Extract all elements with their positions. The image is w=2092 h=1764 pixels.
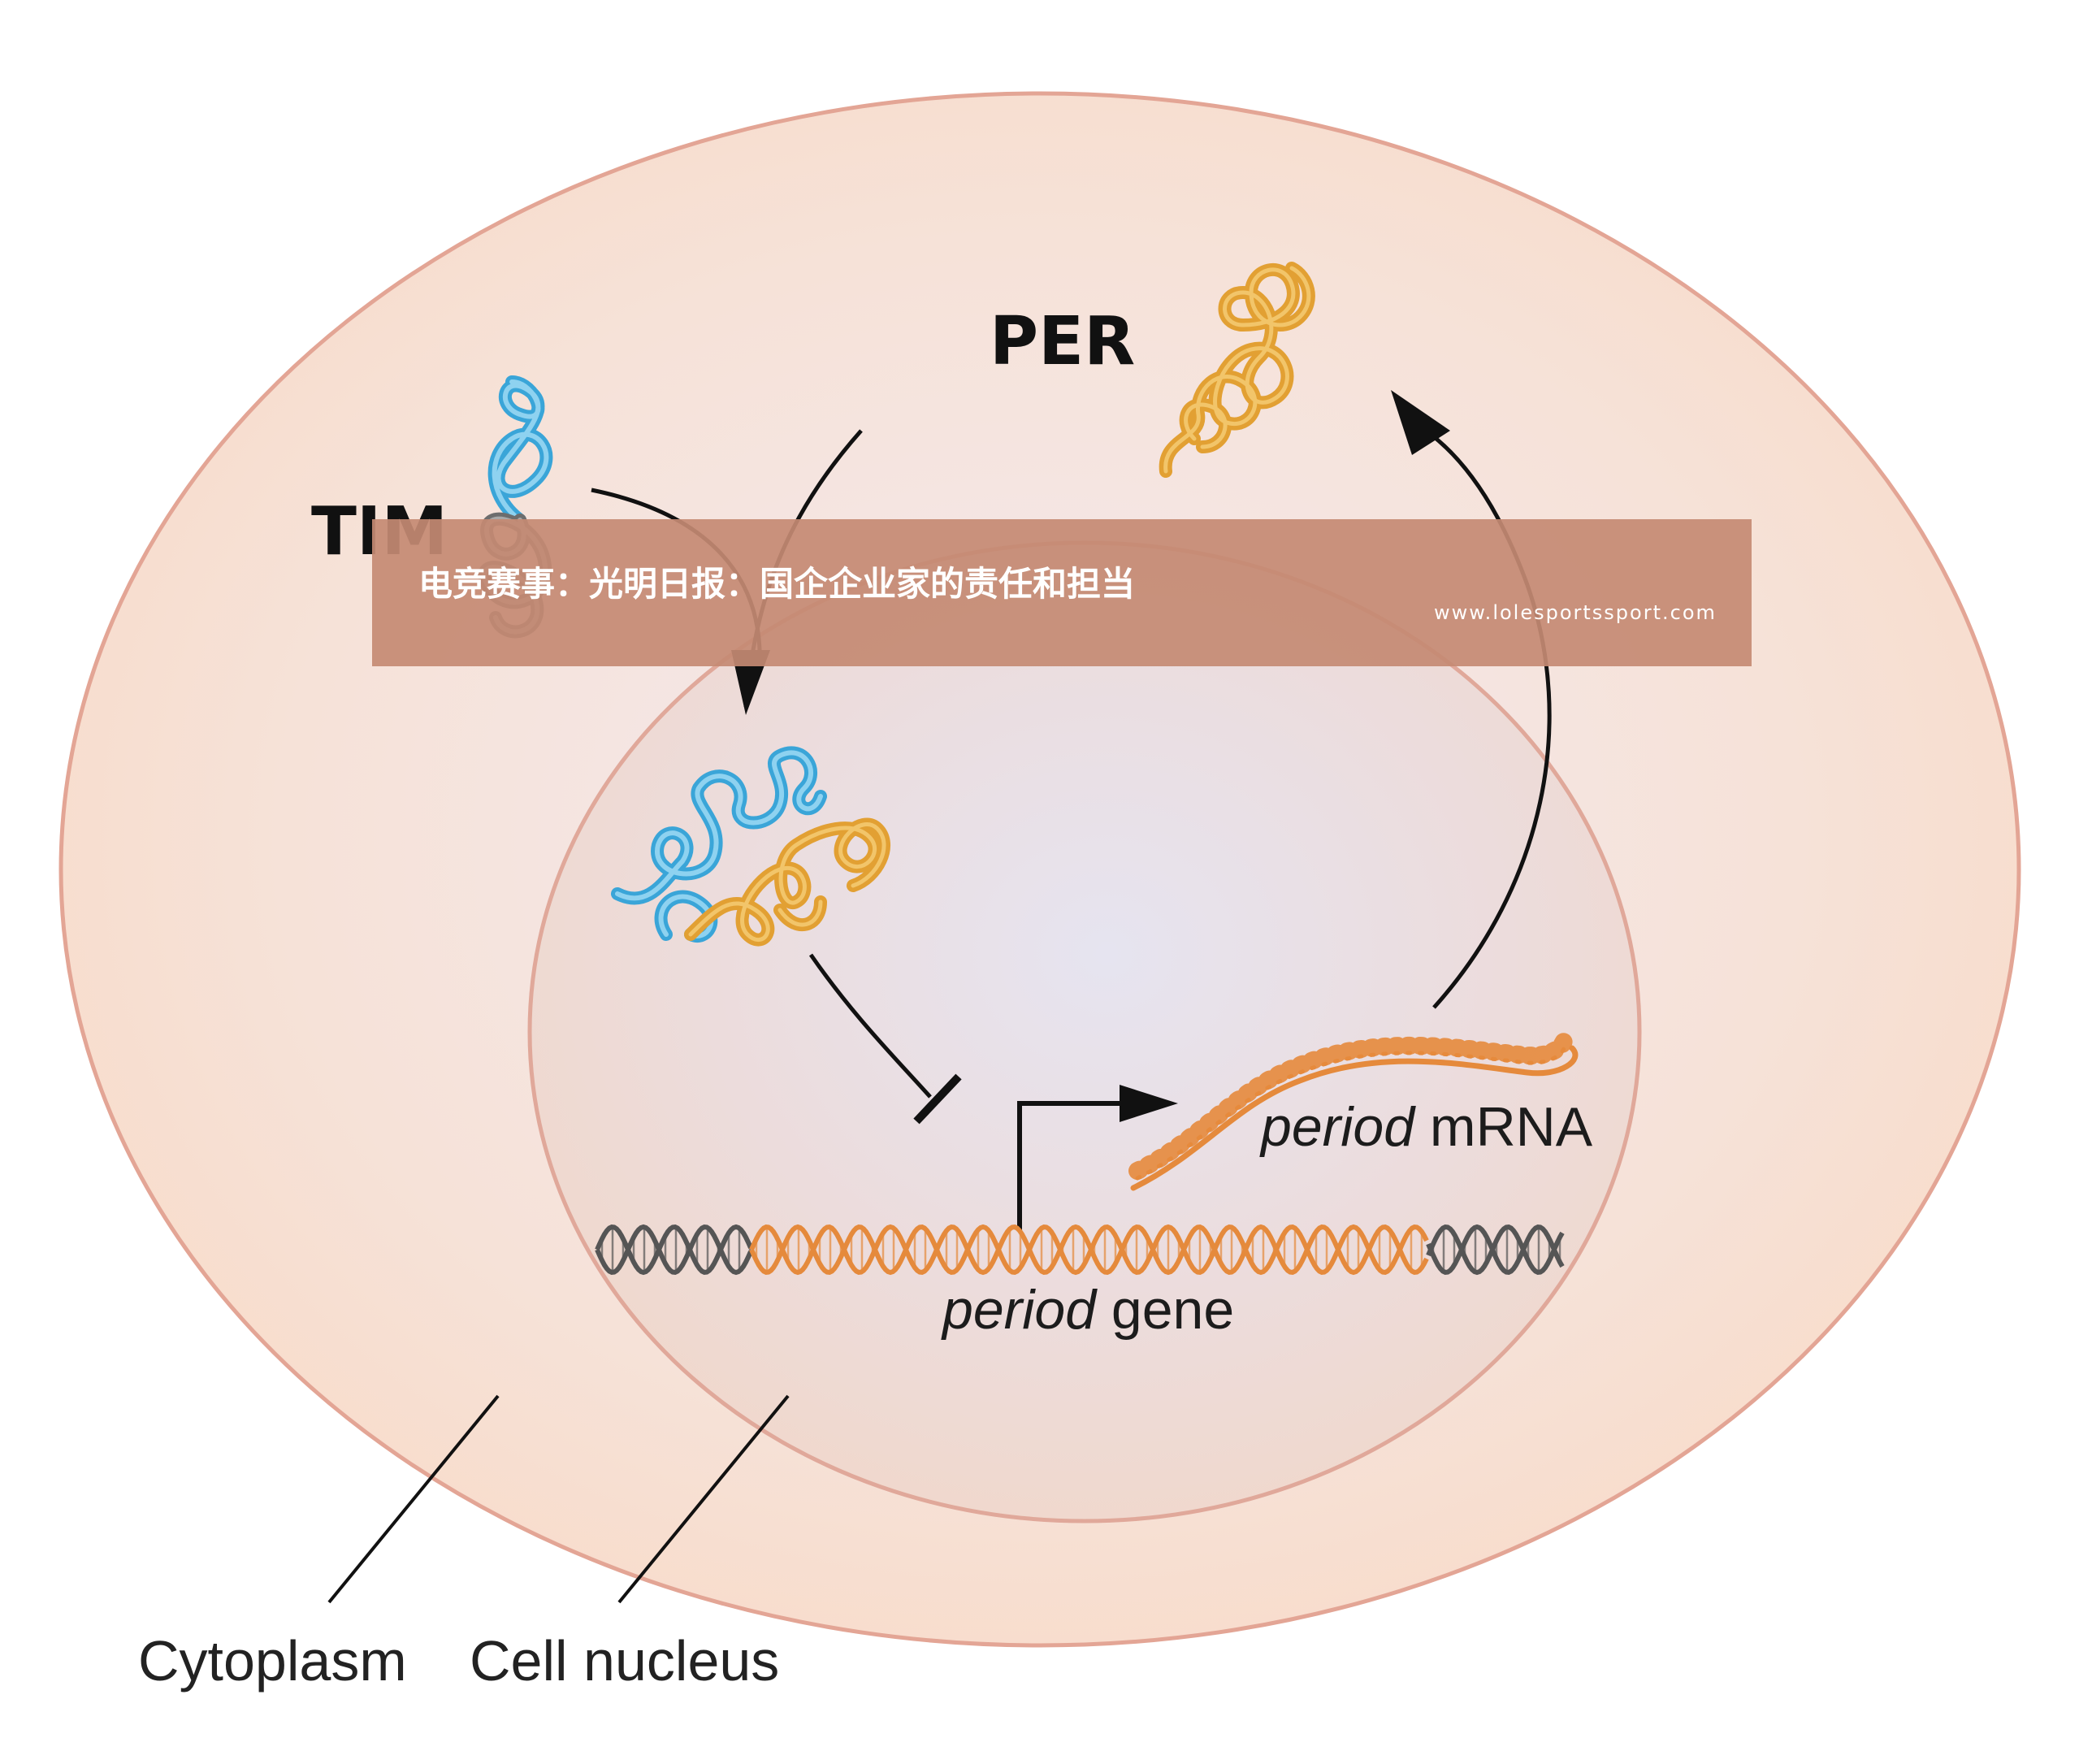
per-protein-icon	[1159, 262, 1315, 478]
mrna-label-rest: mRNA	[1414, 1096, 1593, 1158]
gene-label-rest: gene	[1096, 1279, 1234, 1341]
cell-nucleus-membrane	[527, 540, 1642, 1523]
nucleus-leader-line	[617, 1394, 790, 1604]
transcription-arrow	[1017, 1101, 1121, 1231]
mrna-label-italic: period	[1259, 1096, 1416, 1158]
dna-strand	[595, 1224, 753, 1276]
per-tim-complex-icon	[611, 746, 891, 947]
arrowhead-to-per	[1391, 390, 1450, 455]
banner-url: www.lolesportssport.com	[1434, 601, 1717, 624]
gene-label-italic: period	[941, 1279, 1098, 1341]
dna-strand	[1426, 1224, 1565, 1275]
dna-strand	[749, 1224, 1429, 1276]
mrna-label: period mRNA	[1259, 1096, 1593, 1158]
transcription-arrowhead	[1120, 1085, 1178, 1122]
cytoplasm-leader-line	[327, 1394, 500, 1604]
dna-helix-icon	[595, 1224, 1565, 1276]
mrna-strand-icon	[1128, 1025, 1579, 1191]
banner-title: 电竞赛事：光明日报：国企企业家的责任和担当	[418, 564, 1135, 604]
inhibition-line	[808, 953, 932, 1099]
inhibition-bar	[913, 1073, 962, 1125]
dna-strand	[1426, 1224, 1565, 1276]
overlay-banner	[372, 519, 1752, 666]
dna-strand	[595, 1224, 753, 1276]
dna-strand	[749, 1224, 1429, 1276]
cytoplasm-label: Cytoplasm	[138, 1629, 407, 1692]
per-label: PER	[990, 303, 1135, 380]
nucleus-label: Cell nucleus	[470, 1629, 779, 1692]
gene-label: period gene	[941, 1279, 1234, 1341]
